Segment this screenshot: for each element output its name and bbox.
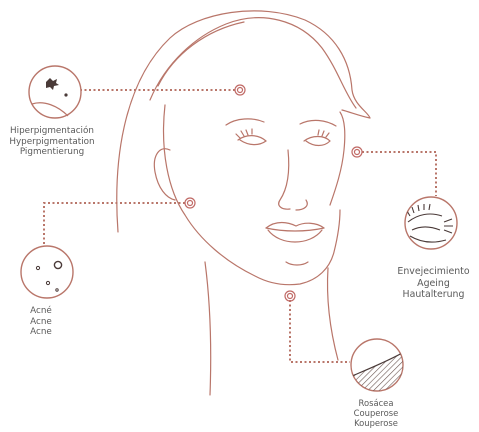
label-line: Acne (21, 317, 61, 328)
label-line: Hiperpigmentación (0, 126, 104, 137)
label-ageing: Envejecimiento Ageing Hautalterung (388, 266, 479, 301)
label-rosacea: Rosácea Couperose Kouperose (336, 398, 416, 428)
left-eyebrow (226, 119, 264, 125)
acne-pores-icon (21, 246, 73, 298)
hatched-skin-icon (351, 339, 404, 395)
target-marker-forehead (235, 85, 245, 95)
label-line: Envejecimiento (388, 266, 479, 278)
connector-ageing (362, 152, 436, 196)
connector-acne (44, 203, 185, 248)
upper-lip (266, 223, 324, 229)
label-line: Hyperpigmentation (0, 137, 104, 148)
target-marker-cheek (185, 198, 195, 208)
lower-lip (268, 230, 322, 242)
label-line: Hautalterung (388, 289, 479, 301)
nose (279, 150, 308, 210)
left-eye (238, 136, 266, 141)
neck (205, 262, 211, 395)
target-marker-eye (352, 147, 362, 157)
right-eyebrow (300, 120, 336, 126)
label-hyperpigmentation: Hiperpigmentación Hyperpigmentation Pigm… (0, 126, 104, 158)
label-line: Acné (21, 306, 61, 317)
target-marker-neck (285, 291, 295, 301)
connector-rosacea (290, 300, 350, 362)
label-line: Acne (21, 327, 61, 338)
skin-spots-icon (29, 66, 81, 118)
label-line: Couperose (336, 408, 416, 418)
hairline (150, 18, 356, 108)
label-acne: Acné Acne Acne (21, 306, 61, 338)
label-line: Rosácea (336, 398, 416, 408)
label-line: Pigmentierung (0, 147, 104, 158)
eye-wrinkles-icon (405, 197, 457, 249)
label-line: Ageing (388, 278, 479, 290)
label-line: Kouperose (336, 418, 416, 428)
